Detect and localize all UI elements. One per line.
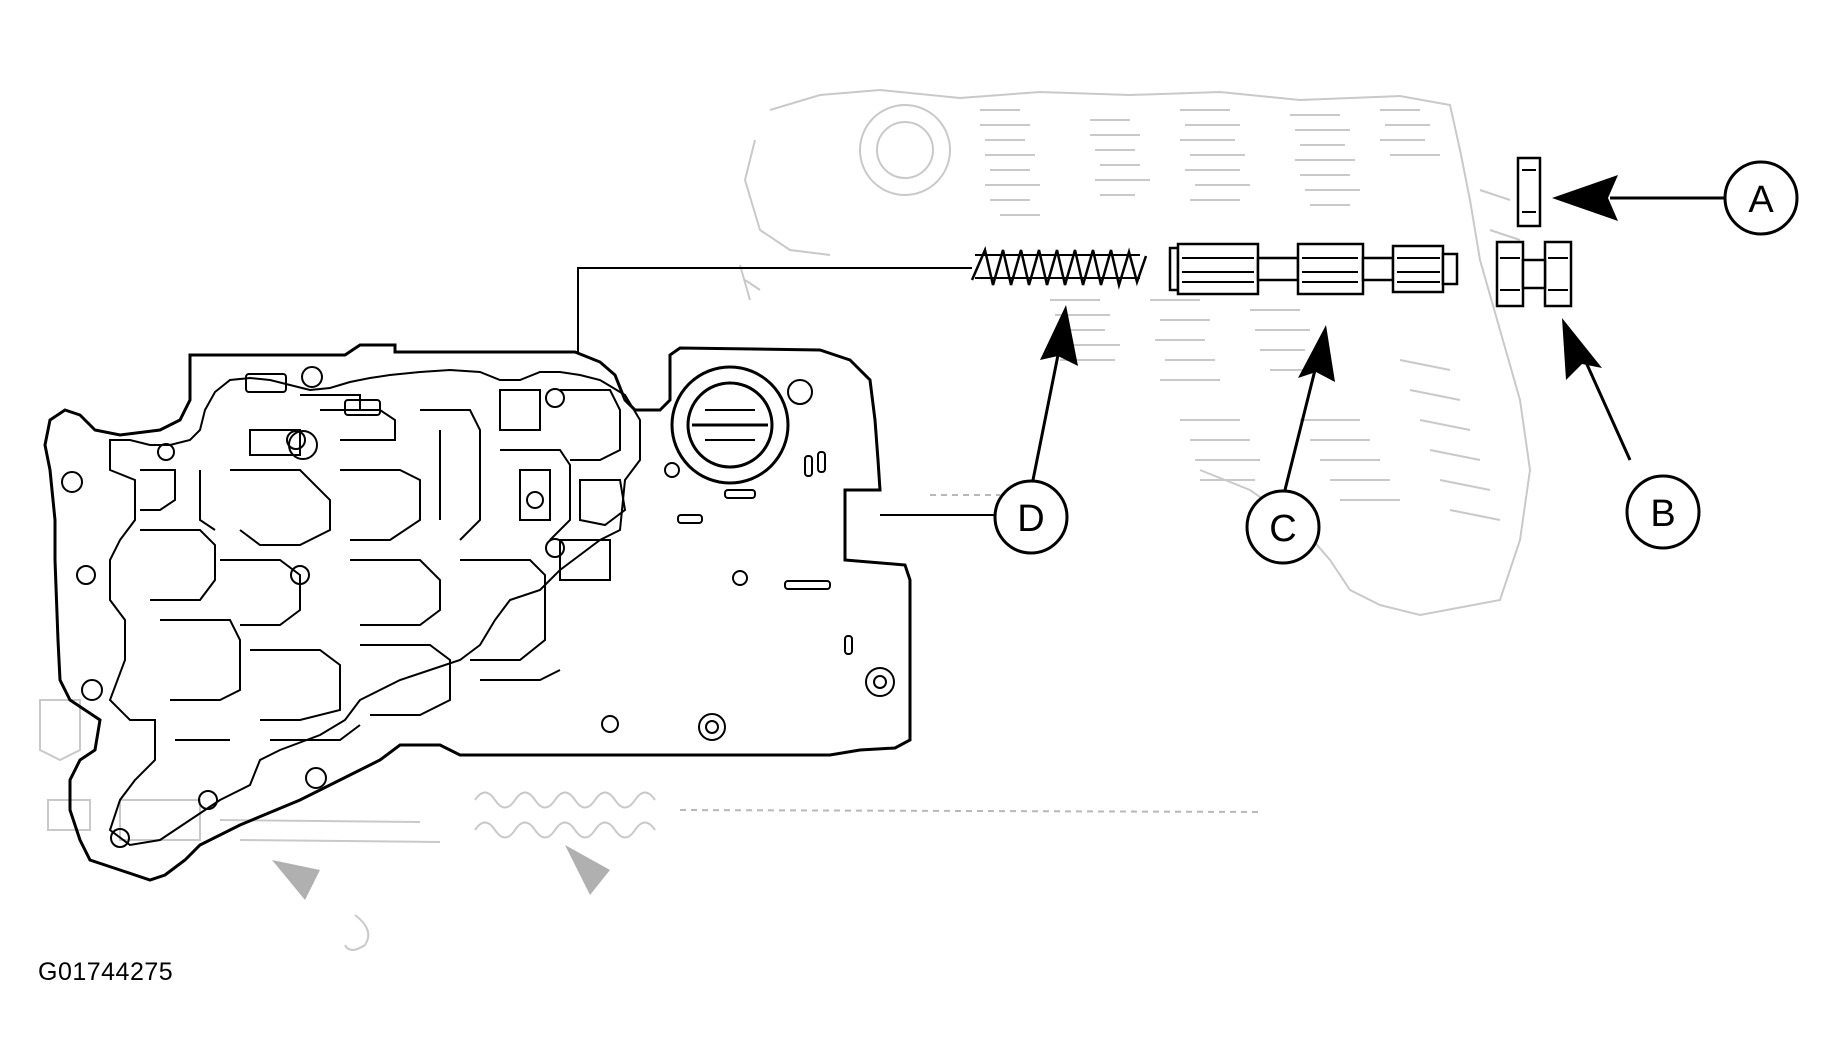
callout-c: C: [1245, 489, 1321, 565]
callout-label-d: D: [1017, 498, 1044, 540]
spring-part-d: [970, 246, 1148, 290]
transmission-housing-ghost: [679, 88, 1532, 813]
valve-bore-leader-line: [577, 267, 972, 352]
lower-left-ghost-parts: [39, 699, 656, 951]
callout-d: D: [993, 479, 1069, 555]
callout-label-c: C: [1269, 508, 1296, 550]
valve-spool-part-c: [1168, 242, 1459, 296]
valve-body-plate: [43, 343, 912, 882]
callout-arrow-a: [1552, 175, 1725, 221]
callout-arrow-c: [1283, 325, 1335, 491]
callout-a: A: [1723, 160, 1799, 236]
plug-part-b: [1495, 240, 1573, 308]
callout-label-a: A: [1748, 179, 1774, 221]
figure-id-label: G01744275: [38, 958, 174, 986]
callout-arrow-b: [1562, 318, 1632, 461]
retainer-part-a: [1516, 156, 1542, 228]
callout-b: B: [1625, 474, 1701, 550]
callout-arrow-d: [1031, 305, 1078, 481]
callout-label-b: B: [1650, 493, 1675, 535]
